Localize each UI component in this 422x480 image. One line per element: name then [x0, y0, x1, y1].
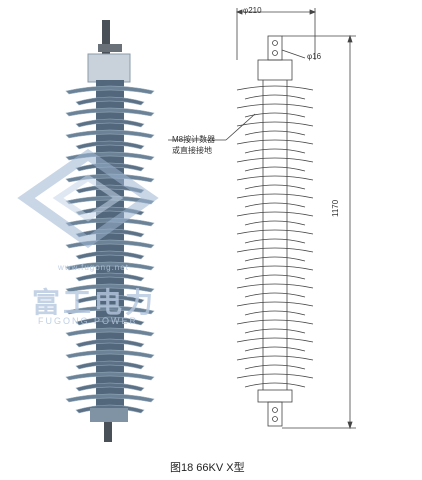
drawing-shed [236, 139, 314, 145]
watermark-logo [17, 148, 159, 249]
drawing-shed [236, 193, 314, 199]
drawing-shed [244, 382, 306, 388]
photo-shed [65, 261, 155, 271]
drawing-shed [244, 292, 306, 298]
photo-shed [75, 118, 145, 128]
drawing-shed [244, 112, 306, 118]
drawing-shed [244, 346, 306, 352]
counter-note-line1: M8按计数器 [172, 135, 216, 144]
drawing-shed [236, 247, 314, 253]
drawing-shed [244, 256, 306, 262]
drawing-shed [244, 220, 306, 226]
drawing-shed [236, 175, 314, 181]
photo-shed [65, 283, 155, 293]
drawing-shed [236, 103, 314, 109]
photo-shed [65, 349, 155, 359]
drawing-shed [236, 319, 314, 325]
drawing-shed [236, 229, 314, 235]
drawing-shed [236, 121, 314, 127]
drawing-shed [236, 337, 314, 343]
drawing-shed [244, 94, 306, 100]
photo-shed [75, 316, 145, 326]
photo-shed [75, 338, 145, 348]
drawing-shed [236, 283, 314, 289]
drawing-shed [236, 211, 314, 217]
photo-shed [65, 107, 155, 117]
drawing-shed [244, 238, 306, 244]
figure-caption: 图18 66KV X型 [170, 462, 245, 474]
photo-shed [75, 96, 145, 106]
drawing-shed [244, 184, 306, 190]
drawing-shed [244, 202, 306, 208]
photo-shed [65, 85, 155, 95]
drawing-shed [236, 373, 314, 379]
height-dimension-label: 1170 [331, 199, 340, 217]
diameter-pin-label: φ16 [307, 52, 322, 61]
drawing-shed [244, 328, 306, 334]
drawing-shed [244, 148, 306, 154]
photo-shed [65, 371, 155, 381]
drawing-shed [236, 157, 314, 163]
photo-shed [65, 393, 155, 403]
photo-shed [75, 272, 145, 282]
drawing-shed [236, 85, 314, 91]
drawing-shed [244, 364, 306, 370]
drawing-shed [244, 166, 306, 172]
drawing-shed [236, 265, 314, 271]
drawing-shed [236, 301, 314, 307]
diameter-top-label: φ210 [243, 6, 262, 15]
counter-note-line2: 或直接接地 [172, 146, 212, 155]
arrester-photo [65, 20, 155, 442]
watermark-company-english: FUGONG POWER [38, 316, 138, 326]
drawing-shed [244, 274, 306, 280]
watermark-company-name: 富工电力 [32, 287, 157, 318]
photo-shed [75, 360, 145, 370]
photo-shed [75, 382, 145, 392]
photo-shed [65, 305, 155, 315]
photo-shed [65, 327, 155, 337]
photo-shed [75, 294, 145, 304]
photo-shed [75, 140, 145, 150]
drawing-shed [244, 130, 306, 136]
arrester-drawing [168, 8, 356, 430]
photo-shed [65, 129, 155, 139]
watermark-url: www.fugong.net [58, 263, 129, 272]
drawing-shed [236, 355, 314, 361]
drawing-shed [244, 310, 306, 316]
photo-shed [75, 250, 145, 260]
